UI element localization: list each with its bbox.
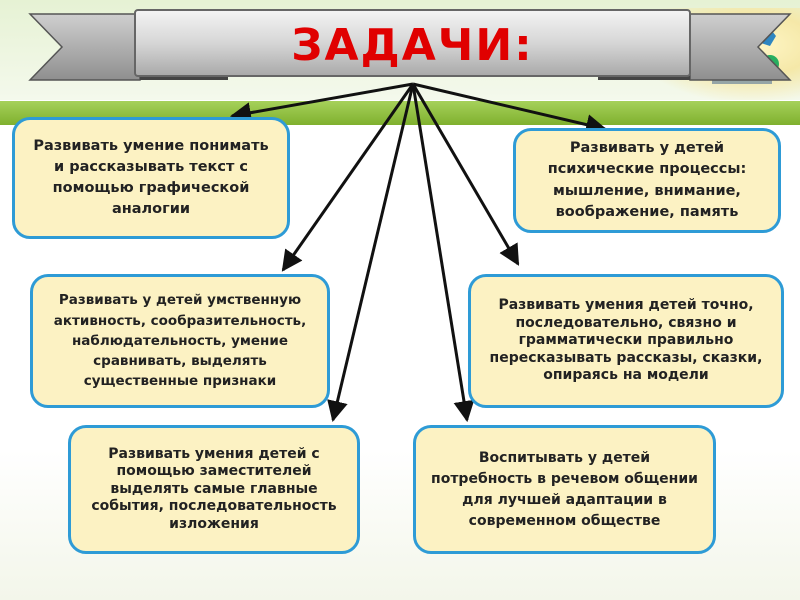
arrow-to-task-1 bbox=[232, 84, 413, 116]
task-box-4: Развивать умения детей точно, последоват… bbox=[468, 274, 784, 408]
task-box-1: Развивать умение понимать и рассказывать… bbox=[12, 117, 290, 239]
task-box-2: Развивать у детей психические процессы: … bbox=[513, 128, 781, 233]
task-box-6: Воспитывать у детей потребность в речево… bbox=[413, 425, 716, 554]
task-box-3: Развивать у детей умственную активность,… bbox=[30, 274, 330, 408]
arrow-to-task-6 bbox=[413, 84, 467, 420]
arrow-to-task-5 bbox=[333, 84, 413, 420]
task-box-5: Развивать умения детей с помощью замести… bbox=[68, 425, 360, 554]
arrow-to-task-3 bbox=[283, 84, 413, 270]
arrow-to-task-2 bbox=[413, 84, 605, 129]
